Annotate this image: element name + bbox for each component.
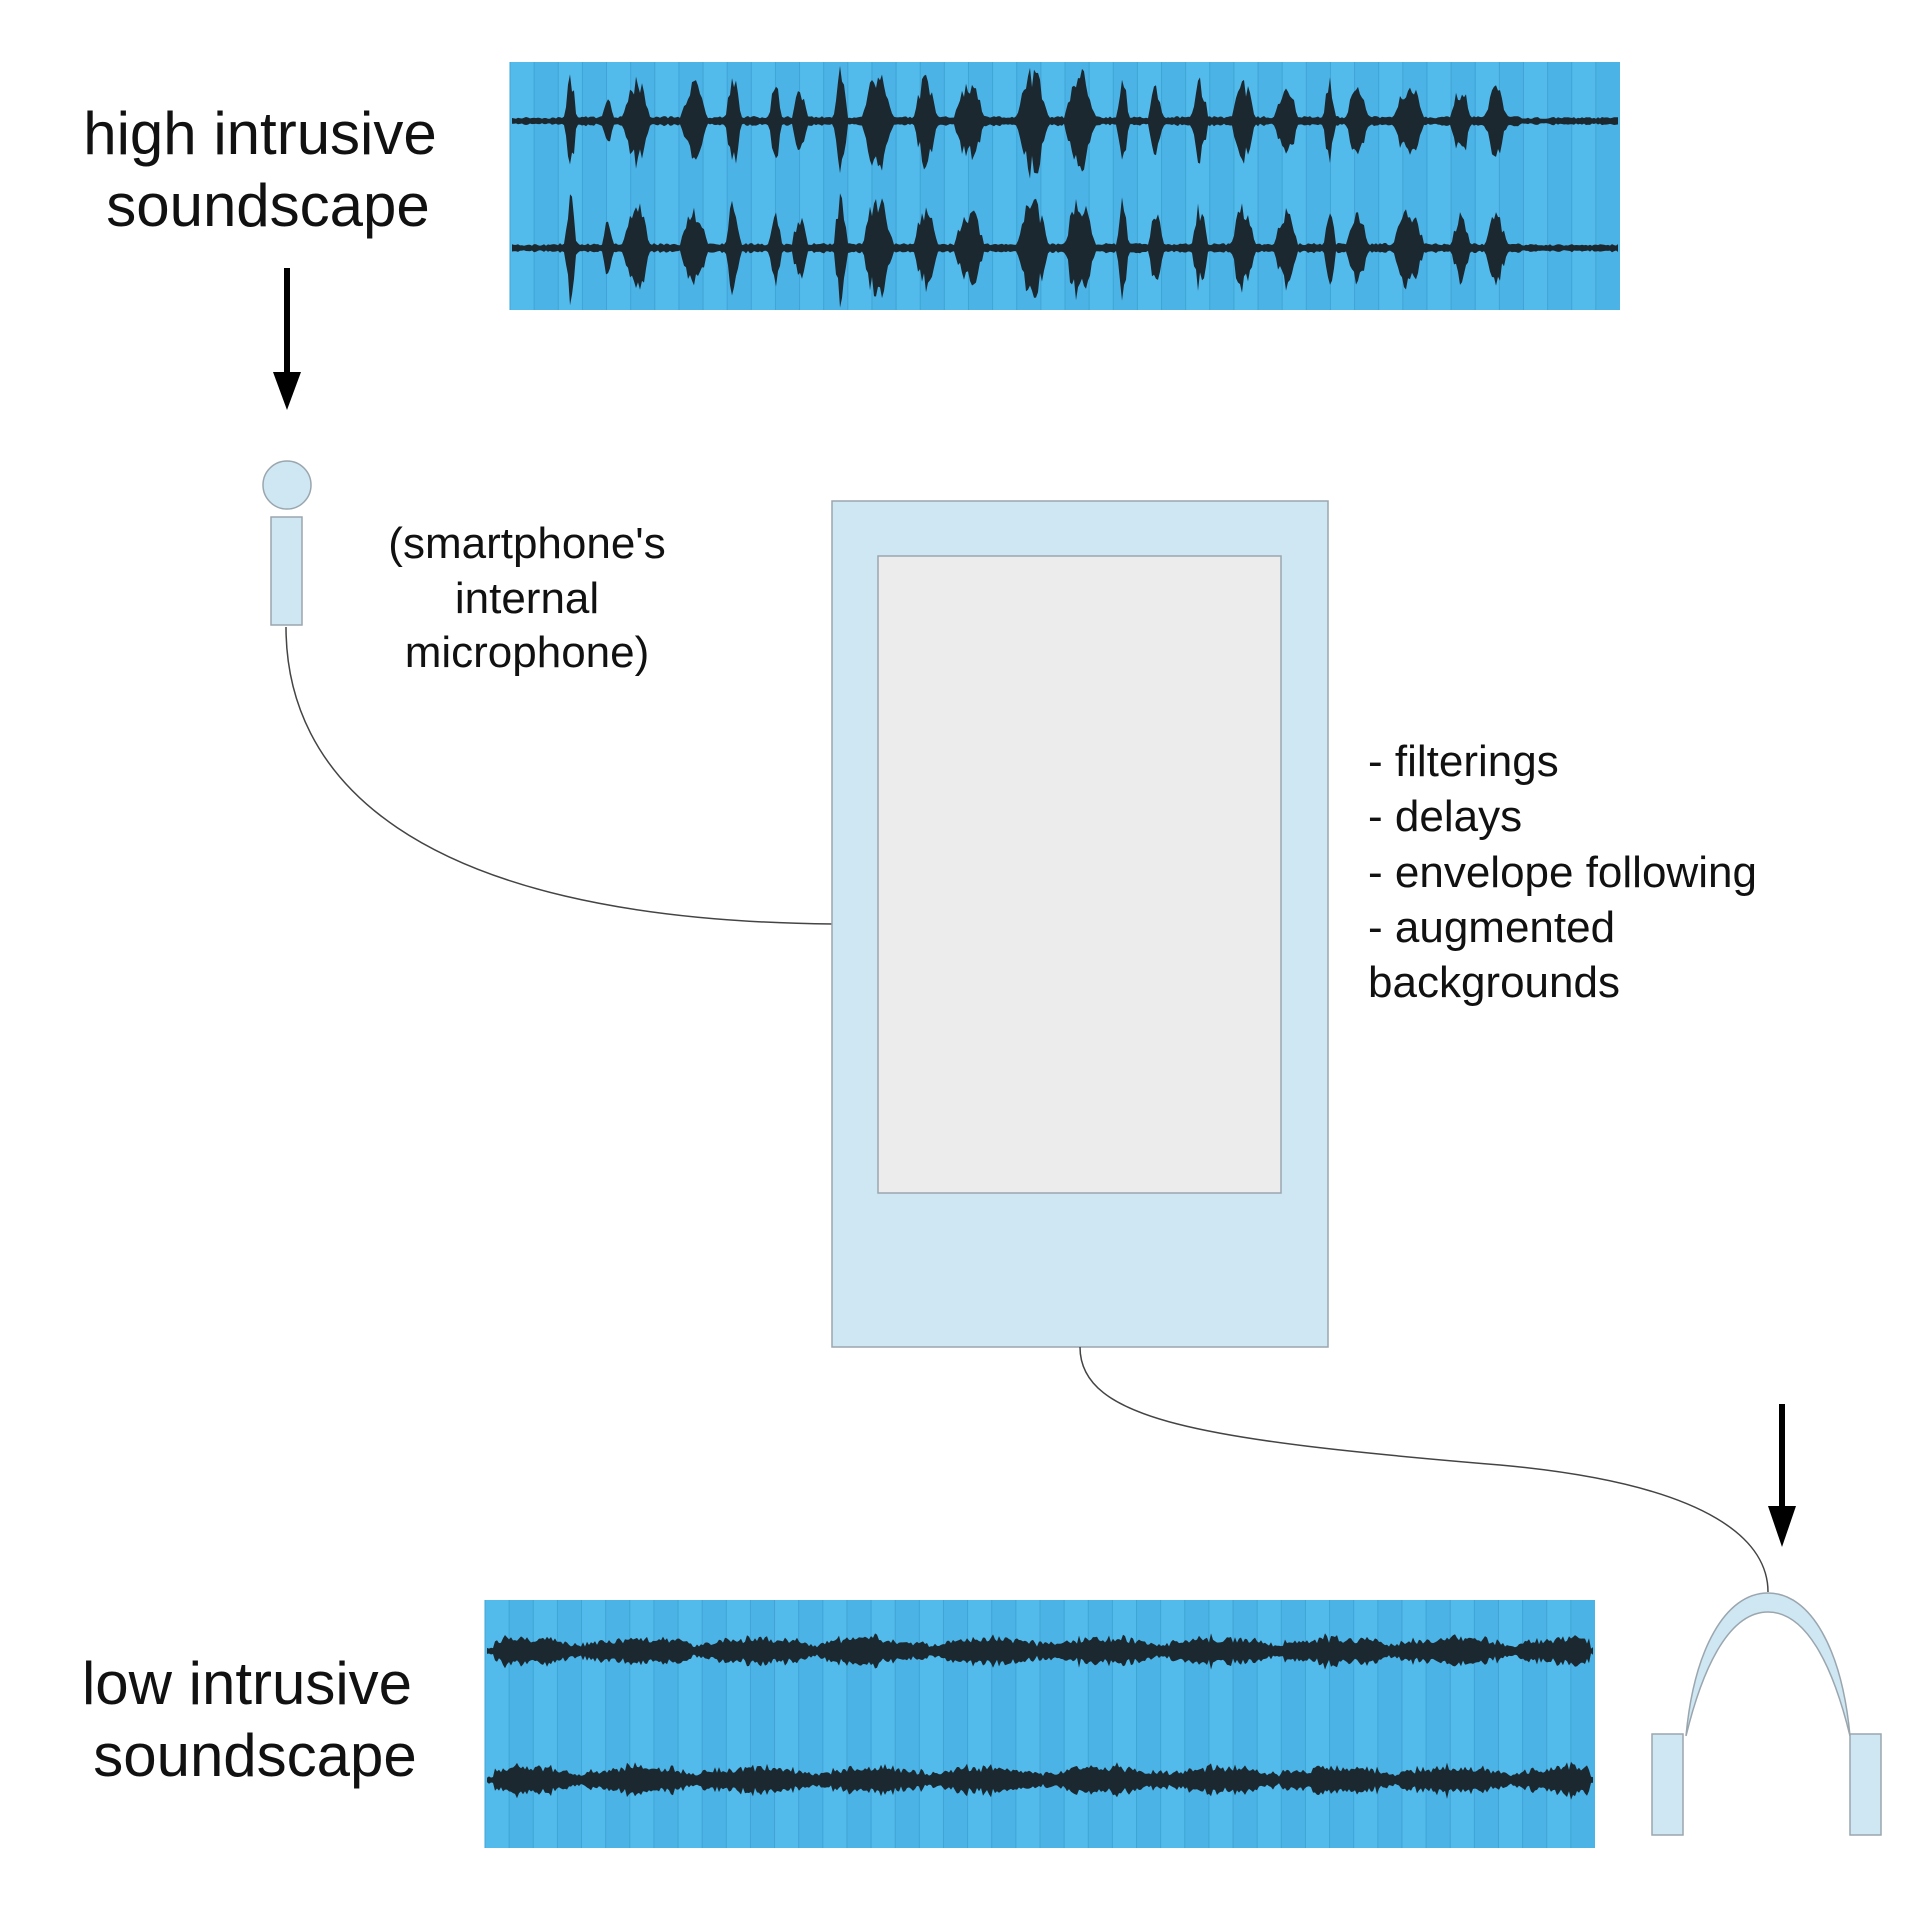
waveform-stripe — [798, 1600, 823, 1848]
waveform-stripe — [991, 1600, 1016, 1848]
waveform-stripe — [1233, 1600, 1258, 1848]
waveform-stripe — [678, 1600, 703, 1848]
headphones-left-cup — [1651, 1733, 1684, 1836]
headphone-cable — [1079, 1346, 1769, 1593]
waveform-stripe — [1426, 62, 1452, 310]
processing-item-3: - envelope following — [1368, 848, 1757, 897]
waveform-stripe — [750, 1600, 775, 1848]
output-arrow — [1768, 1404, 1796, 1547]
waveform-stripe — [1498, 1600, 1523, 1848]
headphones-band — [1685, 1592, 1851, 1737]
waveform-stripe — [1209, 62, 1234, 310]
waveform-stripe — [533, 1600, 558, 1848]
waveform-stripe — [703, 62, 728, 310]
waveform-stripe — [896, 62, 921, 310]
waveform-stripe — [534, 62, 559, 310]
waveform-stripe — [846, 1600, 872, 1848]
waveform-stripe — [1184, 1600, 1209, 1848]
waveform-stripe — [1040, 1600, 1065, 1848]
high-waveform-channel-1 — [512, 65, 1618, 179]
microphone-label-line3: microphone) — [405, 628, 650, 677]
waveform-stripe — [606, 62, 631, 310]
low-waveform-channel-2 — [487, 1761, 1593, 1800]
waveform-stripe — [992, 62, 1017, 310]
high-intrusive-label-line2: soundscape — [106, 172, 430, 239]
waveform-stripe — [1523, 62, 1548, 310]
waveform-stripe — [919, 1600, 944, 1848]
high-intrusive-label-line1: high intrusive — [83, 100, 437, 167]
waveform-stripe — [1547, 62, 1572, 310]
microphone-icon — [262, 460, 312, 626]
waveform-stripe — [581, 1600, 606, 1848]
waveform-stripe — [1208, 1600, 1234, 1848]
waveform-stripe — [1522, 1600, 1547, 1848]
input-arrow — [273, 268, 301, 410]
waveform-stripe — [557, 1600, 582, 1848]
waveform-stripe — [1499, 62, 1524, 310]
microphone-cable — [285, 626, 834, 925]
waveform-stripe — [1571, 62, 1596, 310]
low-intrusive-waveform — [484, 1600, 1595, 1848]
waveform-stripe — [822, 1600, 847, 1848]
waveform-stripe — [943, 1600, 968, 1848]
low-intrusive-label-line2: soundscape — [93, 1722, 417, 1789]
microphone-label-line1: (smartphone's — [388, 519, 665, 568]
headphones-icon — [1651, 1592, 1882, 1836]
waveform-stripe — [654, 62, 679, 310]
high-intrusive-waveform — [509, 62, 1620, 310]
high-waveform-stripes — [509, 62, 1620, 310]
waveform-stripe — [1161, 62, 1186, 310]
waveform-stripe — [702, 1600, 727, 1848]
waveform-stripe — [895, 1600, 920, 1848]
waveform-stripe — [510, 62, 535, 310]
waveform-stripe — [1089, 62, 1114, 310]
headphones-right-cup — [1849, 1733, 1882, 1836]
waveform-stripe — [653, 1600, 679, 1848]
microphone-label-line2: internal — [455, 574, 599, 623]
waveform-stripe — [605, 1600, 630, 1848]
smartphone-screen — [877, 555, 1282, 1194]
processing-item-1: - filterings — [1368, 737, 1559, 786]
waveform-stripe — [1401, 1600, 1427, 1848]
waveform-stripe — [1160, 1600, 1185, 1848]
low-waveform-stripes — [484, 1600, 1595, 1848]
waveform-stripe — [1257, 1600, 1282, 1848]
waveform-stripe — [1015, 1600, 1040, 1848]
waveform-stripe — [967, 1600, 992, 1848]
high-waveform-channel-2 — [512, 193, 1618, 308]
low-waveform-channel-1 — [487, 1633, 1593, 1670]
processing-item-5: backgrounds — [1368, 958, 1620, 1007]
waveform-stripe — [1040, 62, 1065, 310]
waveform-stripe — [1258, 62, 1283, 310]
waveform-stripe — [1377, 1600, 1402, 1848]
waveform-stripe — [774, 1600, 799, 1848]
waveform-stripe — [1353, 1600, 1378, 1848]
waveform-stripe — [582, 62, 607, 310]
waveform-stripe — [1281, 1600, 1306, 1848]
waveform-stripe — [1136, 1600, 1161, 1848]
waveform-stripe — [1378, 62, 1403, 310]
waveform-stripe — [1426, 1600, 1451, 1848]
smartphone-icon — [831, 500, 1329, 1348]
waveform-stripe — [1064, 1600, 1089, 1848]
processing-item-4: - augmented — [1368, 903, 1615, 952]
low-intrusive-label-line1: low intrusive — [82, 1650, 412, 1717]
processing-item-2: - delays — [1368, 792, 1522, 841]
waveform-stripe — [629, 1600, 654, 1848]
waveform-stripe — [1595, 62, 1620, 310]
